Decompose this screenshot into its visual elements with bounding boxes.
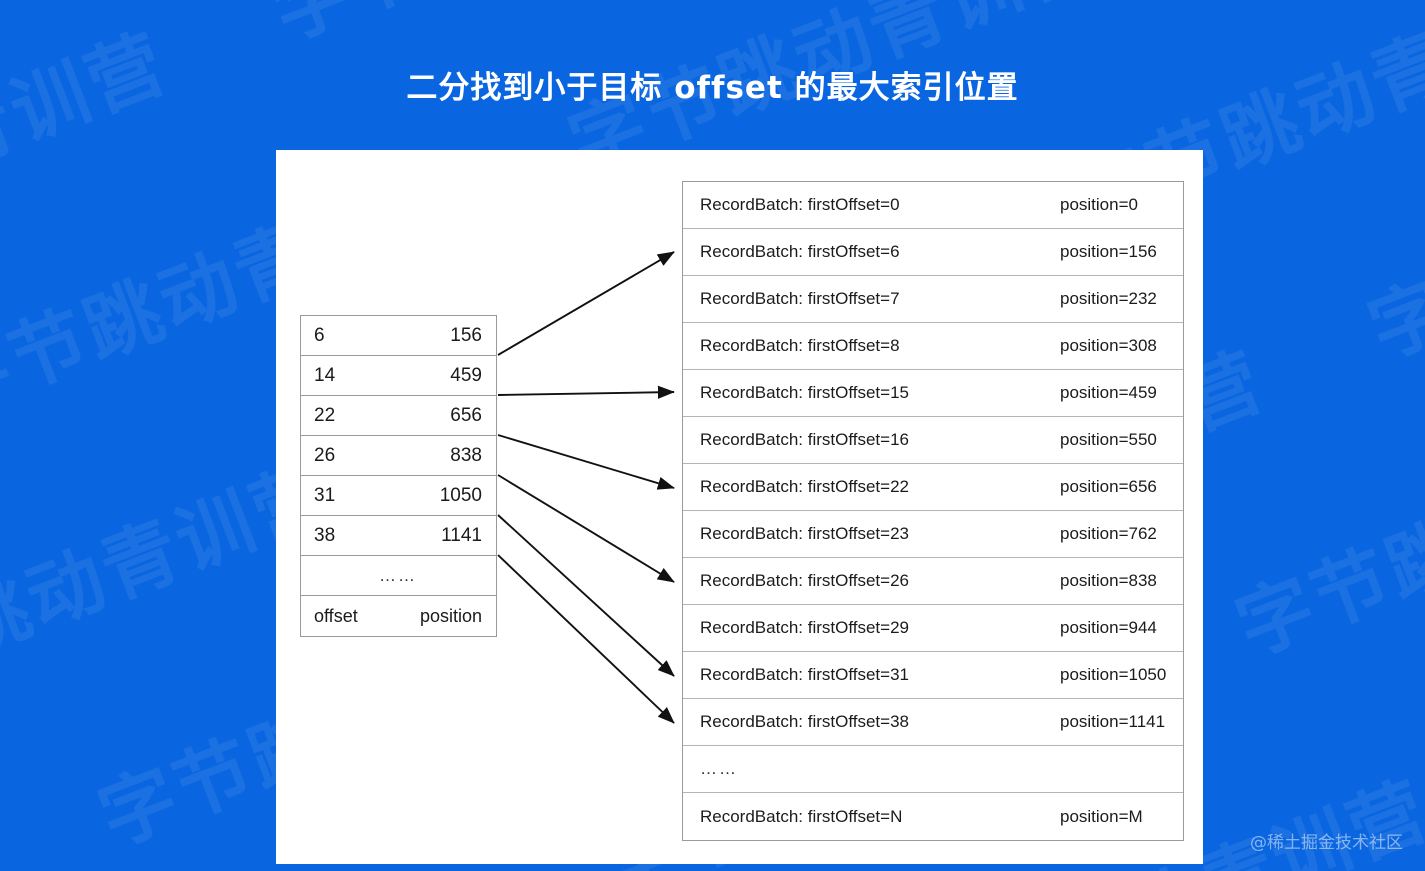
arrow-38-to-firstOffset-38 — [497, 554, 675, 724]
index-row: 6 156 — [301, 316, 496, 356]
index-row: 22 656 — [301, 396, 496, 436]
index-column-header-position: position — [419, 605, 482, 626]
log-row: RecordBatch: firstOffset=0 position=0 — [683, 182, 1183, 229]
index-ellipsis-row: …… — [301, 556, 496, 596]
index-position: 156 — [450, 324, 482, 346]
log-batch-label: RecordBatch: firstOffset=16 — [700, 430, 909, 449]
log-position: position=762 — [1060, 524, 1157, 543]
log-position: position=232 — [1060, 289, 1157, 308]
log-row: RecordBatch: firstOffset=38 position=114… — [683, 699, 1183, 746]
index-offset: 14 — [314, 364, 336, 386]
index-offset: 22 — [314, 404, 336, 426]
log-row: RecordBatch: firstOffset=6 position=156 — [683, 229, 1183, 276]
log-row: RecordBatch: firstOffset=8 position=308 — [683, 323, 1183, 370]
index-position: 459 — [450, 364, 482, 386]
index-offset: 31 — [314, 484, 336, 506]
log-row: RecordBatch: firstOffset=29 position=944 — [683, 605, 1183, 652]
log-row: RecordBatch: firstOffset=16 position=550 — [683, 417, 1183, 464]
log-batch-label: RecordBatch: firstOffset=6 — [700, 242, 900, 261]
index-row: 14 459 — [301, 356, 496, 396]
arrow-6-to-firstOffset-6 — [497, 251, 675, 356]
attribution-watermark: @稀土掘金技术社区 — [1250, 833, 1403, 853]
log-row: RecordBatch: firstOffset=31 position=105… — [683, 652, 1183, 699]
log-position: position=308 — [1060, 336, 1157, 355]
log-batch-label: RecordBatch: firstOffset=23 — [700, 524, 909, 543]
log-row: RecordBatch: firstOffset=7 position=232 — [683, 276, 1183, 323]
log-position: position=1050 — [1060, 665, 1167, 684]
log-row: RecordBatch: firstOffset=22 position=656 — [683, 464, 1183, 511]
index-column-header-offset: offset — [314, 605, 358, 626]
log-row: RecordBatch: firstOffset=23 position=762 — [683, 511, 1183, 558]
log-ellipsis-row: …… — [683, 746, 1183, 793]
log-batch-label: RecordBatch: firstOffset=22 — [700, 477, 909, 496]
index-offset: 26 — [314, 444, 336, 466]
index-footer-row: offset position — [301, 596, 496, 636]
log-ellipsis: …… — [700, 759, 738, 778]
log-position: position=156 — [1060, 242, 1157, 261]
log-batch-label: RecordBatch: firstOffset=29 — [700, 618, 909, 637]
log-batch-label: RecordBatch: firstOffset=15 — [700, 383, 909, 402]
log-batch-label: RecordBatch: firstOffset=8 — [700, 336, 900, 355]
log-batch-label: RecordBatch: firstOffset=26 — [700, 571, 909, 590]
index-position: 1141 — [441, 524, 482, 546]
arrow-26-to-firstOffset-26 — [497, 474, 675, 583]
log-position: position=838 — [1060, 571, 1157, 590]
log-row: RecordBatch: firstOffset=N position=M — [683, 793, 1183, 840]
diagram-panel: 6 156 14 459 22 656 26 838 31 1050 38 11… — [276, 150, 1203, 864]
log-segment-table: RecordBatch: firstOffset=0 position=0 Re… — [682, 181, 1184, 841]
log-position: position=M — [1060, 806, 1143, 826]
log-batch-label: RecordBatch: firstOffset=7 — [700, 289, 900, 308]
index-ellipsis: …… — [379, 565, 417, 585]
watermark-text: 字节跳动青训营 — [1224, 388, 1425, 673]
offset-index-table: 6 156 14 459 22 656 26 838 31 1050 38 11… — [300, 315, 497, 637]
index-offset: 6 — [314, 324, 325, 346]
log-batch-label: RecordBatch: firstOffset=38 — [700, 712, 909, 731]
log-position: position=1141 — [1060, 712, 1166, 731]
index-position: 1050 — [439, 484, 482, 506]
watermark-text: 字节跳动青训营 — [1356, 91, 1425, 376]
log-position: position=550 — [1060, 430, 1157, 449]
index-position: 838 — [450, 444, 482, 466]
log-position: position=459 — [1060, 383, 1157, 402]
log-position: position=656 — [1060, 477, 1157, 496]
log-position: position=944 — [1060, 618, 1157, 637]
index-position: 656 — [450, 404, 482, 426]
log-batch-label: RecordBatch: firstOffset=31 — [700, 665, 909, 684]
watermark-text: 字节跳动青训营 — [0, 17, 180, 301]
page-title: 二分找到小于目标 offset 的最大索引位置 — [406, 70, 1019, 106]
log-row: RecordBatch: firstOffset=26 position=838 — [683, 558, 1183, 605]
arrow-14-to-firstOffset-15 — [497, 385, 675, 399]
log-batch-label: RecordBatch: firstOffset=N — [700, 806, 903, 826]
index-row: 31 1050 — [301, 476, 496, 516]
index-offset: 38 — [314, 524, 336, 546]
log-row: RecordBatch: firstOffset=15 position=459 — [683, 370, 1183, 417]
watermark-text: 字节跳动青训营 — [254, 0, 816, 61]
arrow-22-to-firstOffset-22 — [497, 434, 675, 490]
log-batch-label: RecordBatch: firstOffset=0 — [700, 195, 900, 214]
index-row: 38 1141 — [301, 516, 496, 556]
arrow-31-to-firstOffset-31 — [497, 514, 675, 677]
index-row: 26 838 — [301, 436, 496, 476]
log-position: position=0 — [1060, 195, 1138, 214]
